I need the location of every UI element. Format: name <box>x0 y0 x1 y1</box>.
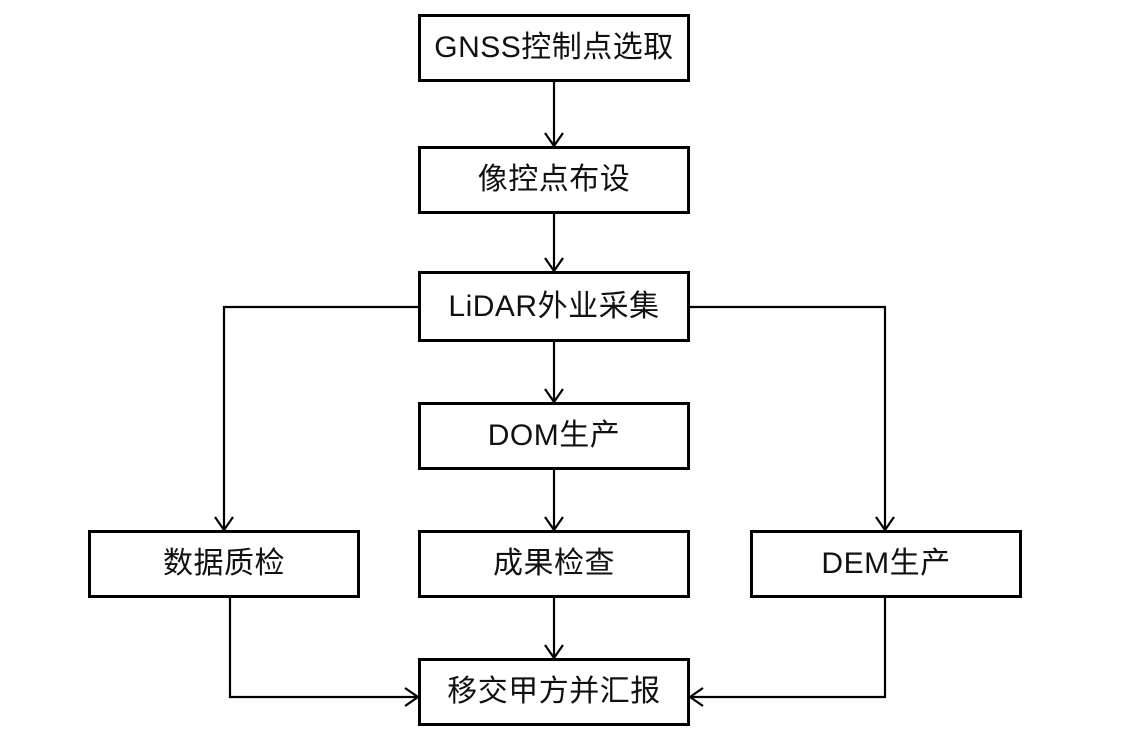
connector-data-quality-to-handover <box>228 598 418 699</box>
node-gnss-control-point-selection[interactable]: GNSS控制点选取 <box>418 14 690 82</box>
node-label: 成果检查 <box>493 547 615 580</box>
arrowhead-result-inspection-to-handover <box>544 644 564 660</box>
node-data-quality-inspection[interactable]: 数据质检 <box>88 530 360 598</box>
node-label: LiDAR外业采集 <box>448 289 660 323</box>
node-label: 数据质检 <box>163 547 285 580</box>
connector-lidar-to-data-quality <box>222 305 418 530</box>
node-image-control-point-layout[interactable]: 像控点布设 <box>418 146 690 214</box>
node-lidar-field-collection[interactable]: LiDAR外业采集 <box>418 271 690 342</box>
arrowhead-image-control-to-lidar <box>544 257 564 273</box>
node-label: 移交甲方并汇报 <box>447 675 661 708</box>
node-label: DOM生产 <box>487 419 621 452</box>
arrowhead-lidar-to-dom <box>544 388 564 404</box>
node-label: 像控点布设 <box>477 163 631 196</box>
arrowhead-dem-to-handover <box>688 687 704 707</box>
arrowhead-gnss-to-image-control <box>544 132 564 148</box>
arrowhead-lidar-to-data-quality <box>214 516 234 532</box>
connector-lidar-to-dem <box>690 305 887 530</box>
node-dom-production[interactable]: DOM生产 <box>418 402 690 470</box>
arrowhead-lidar-to-dem <box>875 516 895 532</box>
arrowhead-dom-to-result-inspection <box>544 516 564 532</box>
connector-dem-to-handover <box>690 598 887 699</box>
node-handover-and-report[interactable]: 移交甲方并汇报 <box>418 658 690 726</box>
node-result-inspection[interactable]: 成果检查 <box>418 530 690 598</box>
arrowhead-data-quality-to-handover <box>404 687 420 707</box>
node-label: GNSS控制点选取 <box>434 31 674 64</box>
node-label: DEM生产 <box>821 547 951 580</box>
node-dem-production[interactable]: DEM生产 <box>750 530 1022 598</box>
